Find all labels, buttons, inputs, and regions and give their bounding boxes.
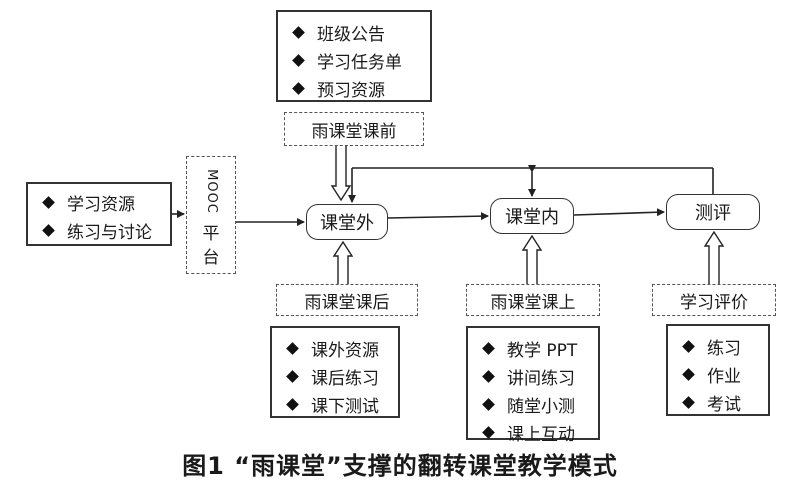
list-item: 练习与讨论: [38, 216, 170, 244]
list-item: 课上互动: [478, 418, 598, 446]
hollow-arrow-inclass-to-inside: [521, 234, 543, 284]
pre-class-label: 雨课堂课前: [284, 112, 424, 146]
in-class-list-box: 教学 PPT 讲间练习 随堂小测 课上互动: [466, 326, 600, 445]
diamond-bullet-icon: [292, 53, 305, 67]
diamond-bullet-icon: [482, 425, 495, 439]
figure-caption: 图1 “雨课堂”支撑的翻转课堂教学模式: [182, 452, 618, 480]
arrow-inside-to-eval: [573, 208, 665, 217]
diamond-bullet-icon: [42, 223, 55, 237]
list-item: 讲间练习: [478, 362, 598, 390]
mooc-platform-char: 平: [202, 224, 220, 244]
hollow-arrow-afterclass-to-outside: [332, 240, 354, 284]
diamond-bullet-icon: [286, 341, 299, 355]
diamond-bullet-icon: [292, 25, 305, 39]
list-item: 考试: [678, 388, 768, 416]
pre-class-resources-box: 班级公告 学习任务单 预习资源: [276, 10, 432, 102]
diamond-bullet-icon: [292, 81, 305, 95]
list-item: 课后练习: [282, 362, 398, 390]
diamond-bullet-icon: [286, 397, 299, 411]
node-inside-class: 课堂内: [490, 198, 574, 234]
list-item: 作业: [678, 360, 768, 388]
diamond-bullet-icon: [482, 397, 495, 411]
list-item: 课下测试: [282, 390, 398, 418]
diamond-bullet-icon: [286, 369, 299, 383]
list-item: 教学 PPT: [478, 334, 598, 362]
diamond-bullet-icon: [682, 339, 695, 353]
list-item: 班级公告: [288, 18, 430, 46]
in-class-label: 雨课堂课上: [466, 284, 600, 316]
diamond-bullet-icon: [42, 195, 55, 209]
mooc-platform-label: MOOC 平 台: [186, 156, 236, 274]
learning-resources-box: 学习资源 练习与讨论: [26, 182, 172, 246]
learning-evaluation-label: 学习评价: [652, 284, 776, 316]
mooc-text: MOOC: [203, 168, 219, 214]
diamond-bullet-icon: [682, 395, 695, 409]
list-item: 学习任务单: [288, 46, 430, 74]
hollow-arrow-preclass-to-outside: [330, 146, 352, 202]
list-item: 练习: [678, 332, 768, 360]
node-evaluation: 测评: [666, 194, 760, 230]
node-outside-class: 课堂外: [306, 204, 388, 240]
arrow-outside-to-inside: [387, 212, 489, 221]
list-item: 学习资源: [38, 188, 170, 216]
list-item: 预习资源: [288, 74, 430, 102]
mooc-platform-char: 台: [202, 248, 220, 268]
after-class-label: 雨课堂课后: [276, 284, 418, 316]
diamond-bullet-icon: [482, 369, 495, 383]
list-item: 随堂小测: [478, 390, 598, 418]
hollow-arrow-evallabel-to-eval: [703, 230, 725, 284]
evaluation-list-box: 练习 作业 考试: [666, 324, 770, 416]
after-class-list-box: 课外资源 课后练习 课下测试: [270, 326, 400, 418]
diamond-bullet-icon: [482, 341, 495, 355]
list-item: 课外资源: [282, 334, 398, 362]
diamond-bullet-icon: [682, 367, 695, 381]
